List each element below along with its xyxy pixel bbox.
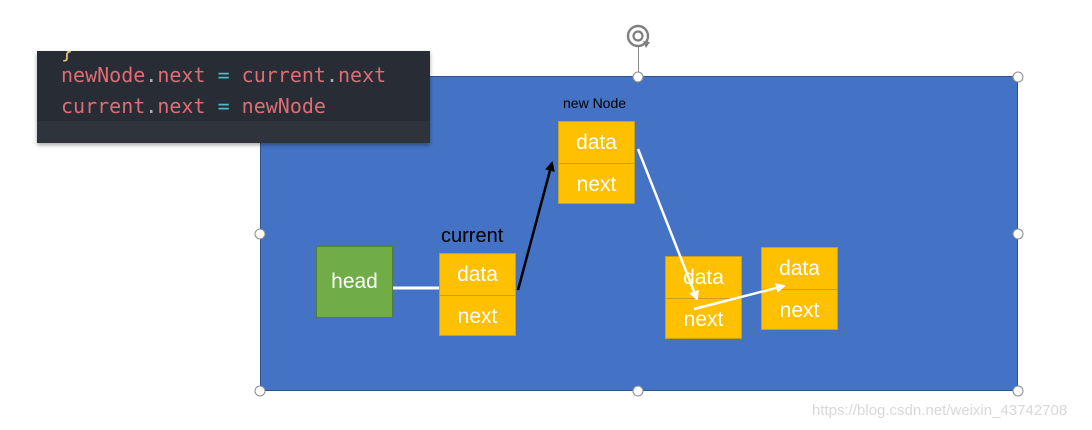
current-node[interactable]: data next bbox=[439, 253, 516, 336]
resize-handle-bottom-left[interactable] bbox=[254, 385, 266, 397]
code-panel-footer bbox=[37, 121, 430, 143]
list-node-d[interactable]: data next bbox=[761, 247, 838, 330]
code-token: . bbox=[325, 63, 338, 87]
resize-handle-bottom-right[interactable] bbox=[1012, 385, 1024, 397]
code-token: next bbox=[157, 94, 206, 118]
new-node[interactable]: data next bbox=[558, 121, 635, 204]
code-token: newNode bbox=[241, 94, 326, 118]
code-line-1: newNode.next = current.next bbox=[61, 63, 386, 87]
rotate-icon[interactable] bbox=[625, 22, 653, 50]
code-token: next bbox=[157, 63, 206, 87]
node-c-next-cell: next bbox=[666, 298, 741, 340]
code-token: . bbox=[145, 63, 158, 87]
resize-handle-bottom[interactable] bbox=[632, 385, 644, 397]
code-token: = bbox=[217, 63, 230, 87]
node-d-next-cell: next bbox=[762, 289, 837, 331]
node-c-data-cell: data bbox=[683, 265, 724, 289]
code-token: next bbox=[338, 63, 387, 87]
current-data-cell: data bbox=[457, 262, 498, 286]
code-snippet-panel: } newNode.next = current.next current.ne… bbox=[37, 51, 430, 143]
code-brace: } bbox=[61, 51, 74, 63]
new-node-caption: new Node bbox=[563, 95, 627, 111]
code-token: . bbox=[145, 94, 158, 118]
code-token: = bbox=[217, 94, 230, 118]
code-line-2: current.next = newNode bbox=[61, 94, 326, 118]
resize-handle-top[interactable] bbox=[632, 71, 644, 83]
head-label: head bbox=[331, 270, 378, 293]
resize-handle-left[interactable] bbox=[254, 228, 266, 240]
resize-handle-right[interactable] bbox=[1012, 228, 1024, 240]
code-token: current bbox=[241, 63, 326, 87]
resize-handle-top-right[interactable] bbox=[1012, 71, 1024, 83]
new-node-next-cell: next bbox=[559, 163, 634, 205]
code-token: current bbox=[61, 94, 146, 118]
code-token: newNode bbox=[61, 63, 146, 87]
list-node-c[interactable]: data next bbox=[665, 256, 742, 339]
new-node-data-cell: data bbox=[576, 130, 617, 154]
head-node[interactable]: head bbox=[316, 246, 393, 318]
node-d-data-cell: data bbox=[779, 256, 820, 280]
rotate-connector-line bbox=[638, 47, 639, 76]
current-caption: current bbox=[441, 225, 504, 247]
watermark-text: https://blog.csdn.net/weixin_43742708 bbox=[812, 402, 1068, 419]
current-next-cell: next bbox=[440, 295, 515, 337]
